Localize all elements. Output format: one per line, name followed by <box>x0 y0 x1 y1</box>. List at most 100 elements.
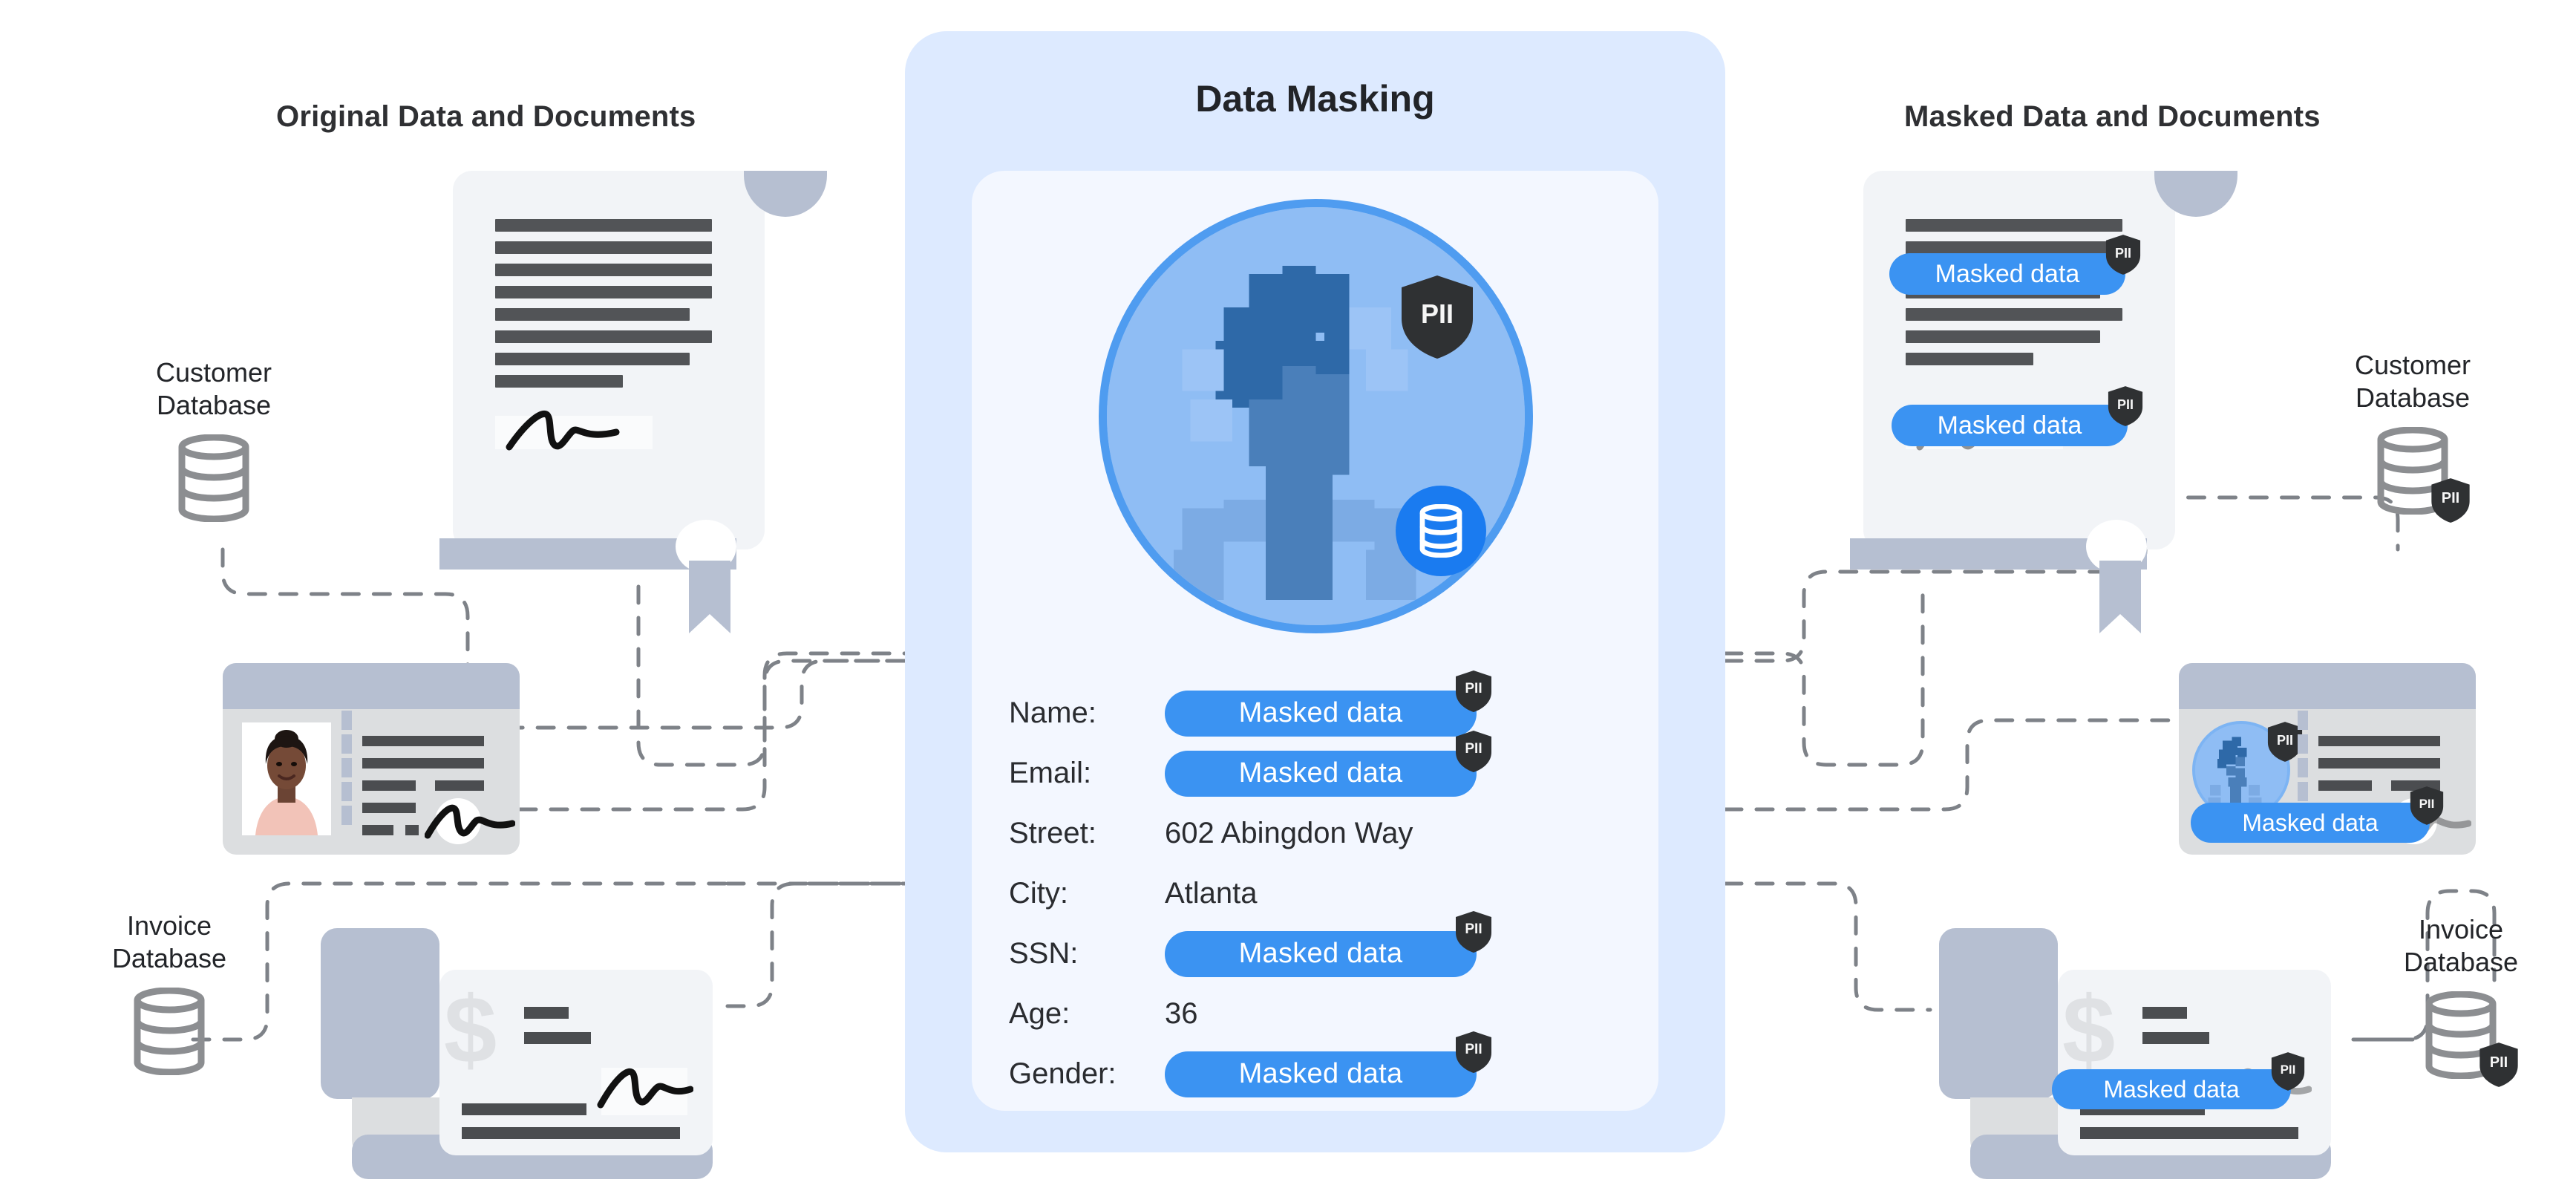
database-icon <box>1419 504 1462 558</box>
id-tick <box>341 758 352 777</box>
database-icon <box>133 987 206 1076</box>
field-row-age: Age: 36 <box>1009 984 1632 1044</box>
masked-bar-text: Masked data <box>1937 411 2082 440</box>
masked-value-ssn: 137-68-3672-54 Masked data PII <box>1165 910 1491 977</box>
dollar-icon: $ <box>444 977 497 1083</box>
pii-badge-text: PII <box>1465 921 1482 938</box>
shield-icon <box>2431 477 2470 523</box>
shield-icon <box>1402 275 1473 359</box>
shield-icon <box>2105 235 2141 275</box>
pii-badge-text: PII <box>2280 1063 2296 1077</box>
field-label: SSN: <box>1009 937 1079 970</box>
database-customer-right: Customer Database PII <box>2338 349 2487 523</box>
pii-badge-text: PII <box>2276 732 2293 748</box>
record-fields: Name: Jane Smith Masked data PII <box>1009 670 1632 1104</box>
masked-pill[interactable]: Masked data <box>1165 690 1477 737</box>
pii-badge-text: PII <box>1465 741 1482 757</box>
record-card: PII Name: <box>972 171 1658 1111</box>
id-text-line <box>435 780 484 791</box>
pii-shield-badge: PII <box>2478 1042 2520 1088</box>
field-label: Gender: <box>1009 1057 1117 1090</box>
check-back-sheet <box>1939 928 2058 1099</box>
pii-badge-text: PII <box>1465 1042 1482 1058</box>
pii-shield-badge: PII <box>2430 477 2471 523</box>
database-label: Customer Database <box>155 357 272 421</box>
shield-icon <box>1456 910 1491 953</box>
signature-icon <box>597 1068 693 1109</box>
id-text-line <box>2318 736 2440 746</box>
masked-bar[interactable]: Masked data <box>2191 803 2430 843</box>
id-text-line <box>362 803 416 813</box>
check-line <box>462 1127 680 1139</box>
masked-pill[interactable]: Masked data <box>1165 930 1477 977</box>
masked-avatar: PII <box>1099 199 1533 633</box>
masked-pill[interactable]: Masked data <box>1165 1051 1477 1097</box>
field-label: Name: <box>1009 696 1096 729</box>
masked-value-name: Jane Smith Masked data PII <box>1165 670 1491 737</box>
field-row-street: Street: 602 Abingdon Way <box>1009 803 1632 864</box>
masked-pill-text: Masked data <box>1238 757 1403 789</box>
avatar-circle <box>1099 199 1533 633</box>
masked-bar-text: Masked data <box>1935 259 2080 288</box>
database-label: Invoice Database <box>2403 914 2519 978</box>
section-title-masked: Masked Data and Documents <box>1904 100 2321 133</box>
check-masked: $ Masked data PII <box>1939 912 2355 1179</box>
database-label: Customer Database <box>2354 350 2471 414</box>
pii-badge-text: PII <box>2489 1054 2508 1071</box>
pii-shield-badge: PII <box>1399 274 1476 360</box>
masked-bar[interactable]: Masked data <box>1889 253 2125 295</box>
database-icon: PII <box>2376 426 2470 523</box>
pii-shield-badge: PII <box>2105 234 2142 275</box>
id-tick <box>2298 782 2308 801</box>
field-label: Age: <box>1009 997 1070 1030</box>
check-line <box>2142 1032 2209 1044</box>
id-tick <box>2298 711 2308 730</box>
masked-bar[interactable]: Masked data <box>2052 1069 2291 1109</box>
field-value: 602 Abingdon Way <box>1165 817 1413 849</box>
masked-bar-text: Masked data <box>2103 1075 2240 1103</box>
shield-icon <box>2271 1052 2305 1091</box>
id-tick <box>341 711 352 730</box>
check-line <box>524 1032 591 1044</box>
doc-text-line <box>495 308 690 321</box>
dollar-icon: $ <box>2062 977 2116 1083</box>
seal-ribbon <box>689 561 730 633</box>
database-customer-left: Customer Database <box>140 356 288 523</box>
doc-text-line <box>495 330 712 343</box>
data-masking-panel: Data Masking <box>905 31 1725 1152</box>
pii-shield-badge: PII <box>2266 721 2304 763</box>
id-tick <box>2298 734 2308 754</box>
database-invoice-right: Invoice Database PII <box>2387 913 2535 1087</box>
check-line <box>2142 1007 2187 1019</box>
id-tick <box>341 734 352 754</box>
masked-pill-text: Masked data <box>1238 697 1403 728</box>
pii-badge-text: PII <box>2419 797 2435 812</box>
document-contract-original <box>439 160 839 633</box>
doc-text-line <box>1906 219 2122 232</box>
field-label: Email: <box>1009 757 1092 789</box>
pixelated-portrait-icon <box>2195 724 2287 816</box>
check-line <box>2080 1127 2298 1139</box>
id-tick <box>2298 758 2308 777</box>
pii-badge-text: PII <box>2441 489 2460 506</box>
pii-shield-badge: PII <box>2270 1051 2306 1092</box>
id-card-header-band <box>2179 663 2476 709</box>
pii-shield-badge: PII <box>1454 1031 1493 1074</box>
id-card-masked: PII Masked data PII <box>2179 663 2476 855</box>
masked-value-gender: Female Masked data PII <box>1165 1031 1491 1097</box>
pii-badge-text: PII <box>2114 245 2131 261</box>
check-front <box>439 970 713 1155</box>
section-title-original: Original Data and Documents <box>276 100 696 133</box>
doc-text-line <box>1906 353 2033 365</box>
masked-pill[interactable]: Masked data <box>1165 750 1477 797</box>
id-text-line <box>362 758 484 769</box>
id-tick <box>341 806 352 825</box>
masked-bar[interactable]: Masked data <box>1892 405 2128 446</box>
shield-icon <box>2410 786 2444 825</box>
id-text-line <box>362 780 416 791</box>
pii-shield-badge: PII <box>2409 786 2445 826</box>
masked-pill-text: Masked data <box>1238 1058 1403 1089</box>
pii-badge-text: PII <box>1465 681 1482 697</box>
field-value: 36 <box>1165 997 1198 1030</box>
